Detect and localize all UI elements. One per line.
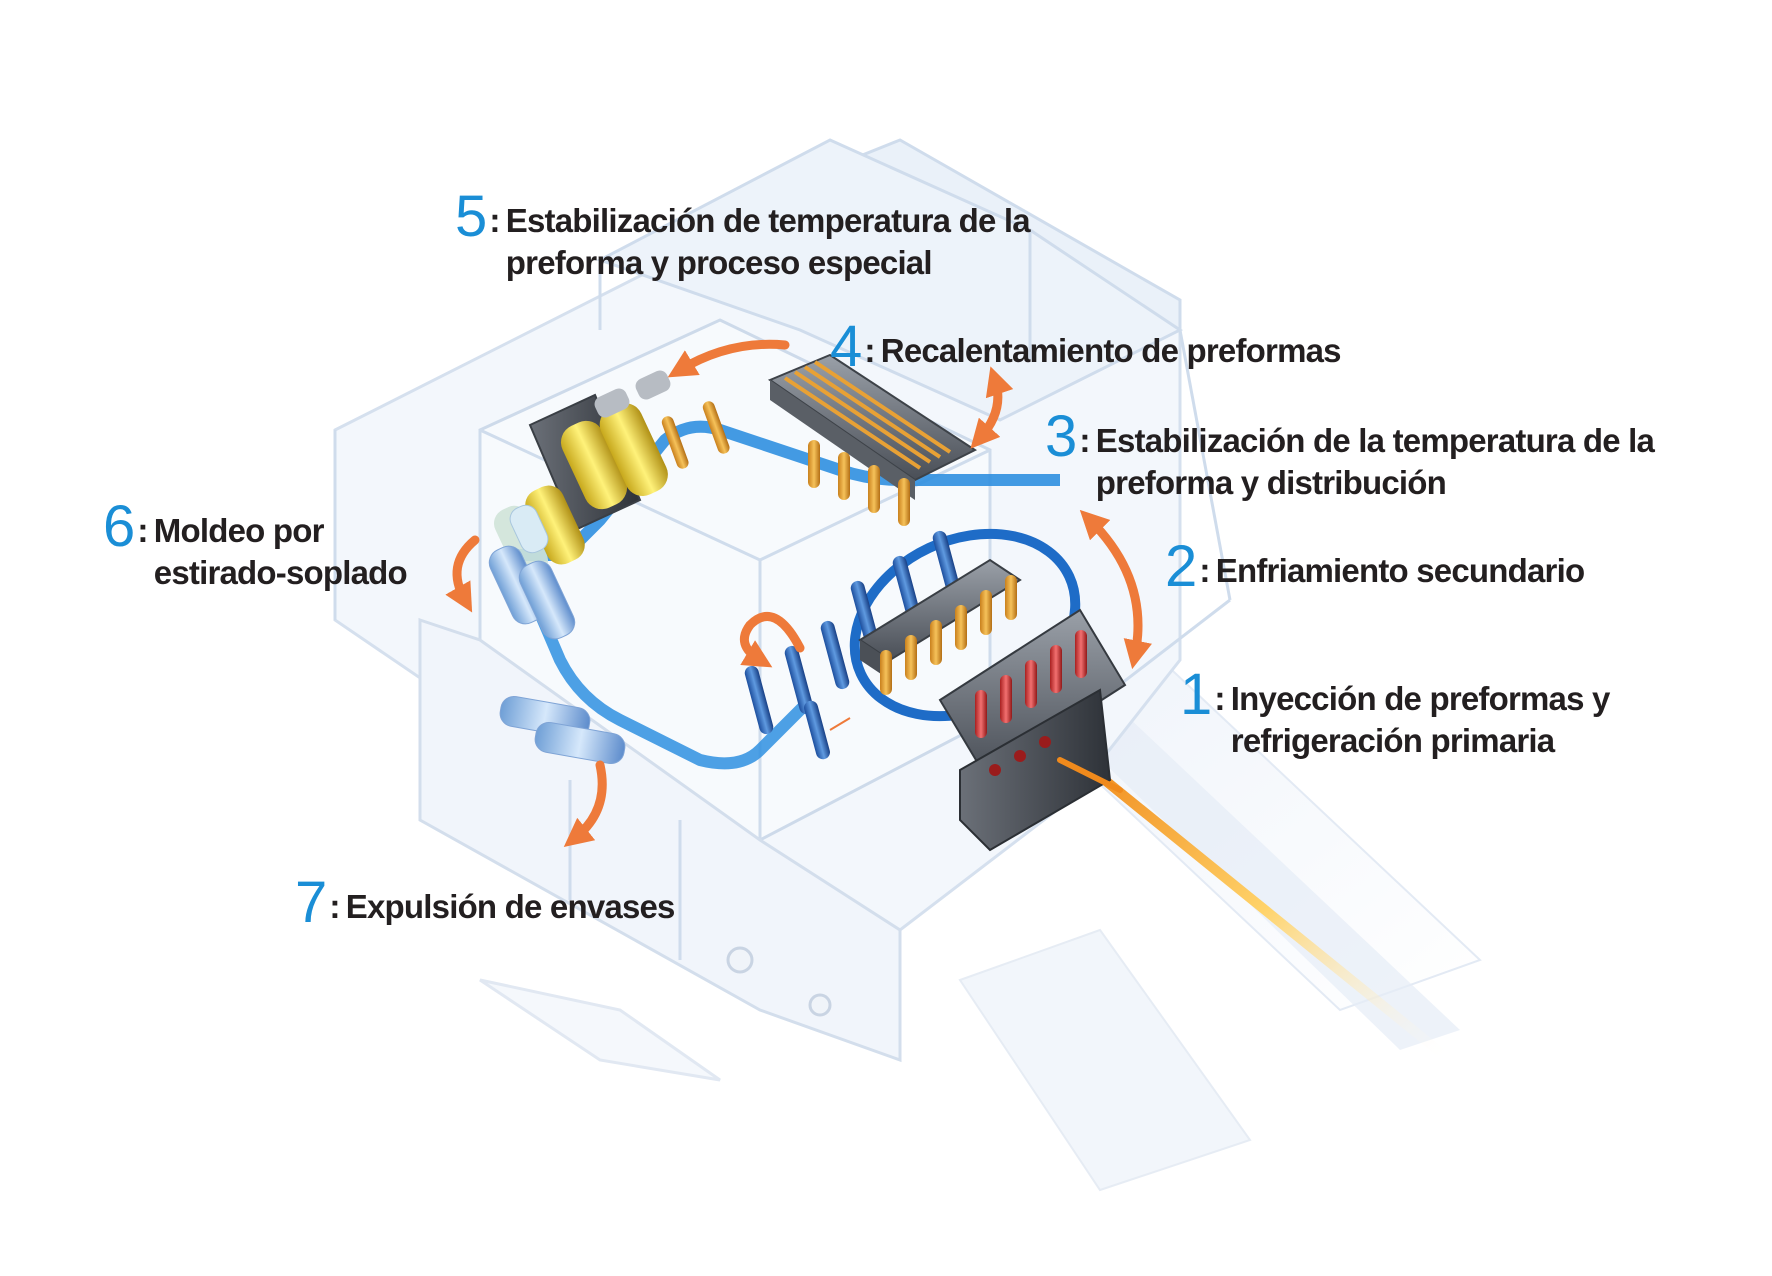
step-1-line-1: Inyección de preformas y — [1230, 680, 1611, 717]
step-4-line-1: Recalentamiento de preformas — [880, 332, 1342, 369]
step-1-label: 1 : Inyección de preformas y refrigeraci… — [1180, 662, 1611, 762]
step-6-line-1: Moldeo por — [153, 512, 325, 549]
step-5-line-2: preforma y proceso especial — [505, 244, 933, 281]
step-5-text: Estabilización de temperatura de la pref… — [505, 200, 1031, 284]
step-3-text: Estabilización de la temperatura de la p… — [1095, 420, 1655, 504]
step-5-colon: : — [489, 202, 500, 240]
step-6-line-2: estirado-soplado — [153, 554, 408, 591]
step-6-number: 6 — [103, 494, 136, 559]
step-5-number: 5 — [455, 184, 488, 249]
step-3-line-1: Estabilización de la temperatura de la — [1095, 422, 1655, 459]
step-1-text: Inyección de preformas y refrigeración p… — [1230, 678, 1611, 762]
step-1-number: 1 — [1180, 662, 1213, 727]
step-3-label: 3 : Estabilización de la temperatura de … — [1045, 404, 1655, 504]
ejected-containers — [499, 695, 626, 765]
conditioning-station — [493, 370, 730, 579]
step-3-number: 3 — [1045, 404, 1078, 469]
step-6-colon: : — [137, 512, 148, 550]
step-1-colon: : — [1214, 680, 1225, 718]
step-2-line-1: Enfriamiento secundario — [1215, 552, 1585, 589]
step-4-text: Recalentamiento de preformas — [880, 330, 1342, 372]
injection-mold — [858, 558, 1127, 852]
step-6-text: Moldeo por estirado-soplado — [153, 510, 408, 594]
step-5-label: 5 : Estabilización de temperatura de la … — [455, 184, 1031, 284]
step-2-number: 2 — [1165, 534, 1198, 599]
step-5-line-1: Estabilización de temperatura de la — [505, 202, 1031, 239]
step-7-line-1: Expulsión de envases — [345, 888, 676, 925]
step-7-colon: : — [329, 888, 340, 926]
step-4-colon: : — [864, 332, 875, 370]
step-2-label: 2 : Enfriamiento secundario — [1165, 534, 1585, 599]
step-7-number: 7 — [295, 870, 328, 935]
step-7-text: Expulsión de envases — [345, 886, 676, 928]
step-2-colon: : — [1199, 552, 1210, 590]
step-4-number: 4 — [830, 314, 863, 379]
step-2-text: Enfriamiento secundario — [1216, 550, 1585, 592]
step-3-colon: : — [1079, 422, 1090, 460]
step-6-label: 6 : Moldeo por estirado-soplado — [103, 494, 408, 594]
motion-arrows — [445, 339, 1152, 848]
heater-block — [767, 353, 978, 526]
step-1-line-2: refrigeración primaria — [1230, 722, 1555, 759]
blow-mold-bottles — [488, 504, 576, 640]
step-7-label: 7 : Expulsión de envases — [295, 870, 676, 935]
step-3-line-2: preforma y distribución — [1095, 464, 1447, 501]
step-4-label: 4 : Recalentamiento de preformas — [830, 314, 1342, 379]
